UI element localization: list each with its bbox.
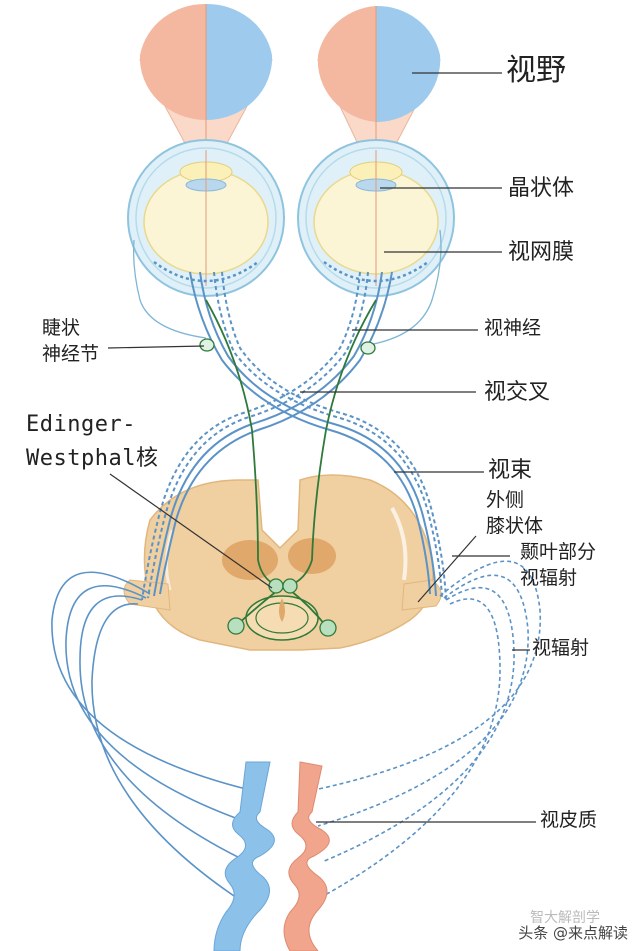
left-eye [127,139,285,297]
pretectal-nuclei [227,617,337,637]
leader-lines [107,72,536,823]
edinger-westphal-nuclei [268,578,298,594]
label-edinger-westphal-line1: Edinger- [26,412,136,437]
label-optic-nerve: 视神经 [484,317,542,339]
optic-radiation-left [51,571,259,901]
ciliary-ganglion-left [199,338,215,352]
optic-radiation-right [313,560,541,901]
label-optic-tract: 视束 [488,458,533,483]
watermark-faint: 智大解剖学 [530,910,600,926]
visual-cortex-left [213,761,275,951]
label-ciliary-ganglion-line1: 睫状 [42,317,81,339]
right-eye [297,139,455,297]
label-visual-cortex: 视皮质 [540,809,598,831]
label-optic-chiasm: 视交叉 [484,380,551,405]
label-edinger-westphal-line2: Westphal核 [26,446,159,471]
label-temporal-radiation-line2: 视辐射 [520,567,578,589]
optic-nerves [141,271,447,601]
label-lens: 晶状体 [508,176,575,201]
left-visual-field [139,3,273,184]
label-lgn-line1: 外侧 [486,489,525,511]
visual-cortex-right [283,761,330,951]
label-retina: 视网膜 [508,240,575,265]
midbrain-section [123,474,442,651]
label-temporal-radiation-line1: 颞叶部分 [520,541,597,563]
ciliary-ganglion-right [360,341,376,355]
label-lgn-line2: 膝状体 [486,515,544,537]
label-ciliary-ganglion-line2: 神经节 [42,343,100,365]
watermark: 头条 @来点解读 [518,924,628,942]
label-visual-field: 视野 [506,53,566,88]
label-optic-radiation: 视辐射 [532,637,590,659]
